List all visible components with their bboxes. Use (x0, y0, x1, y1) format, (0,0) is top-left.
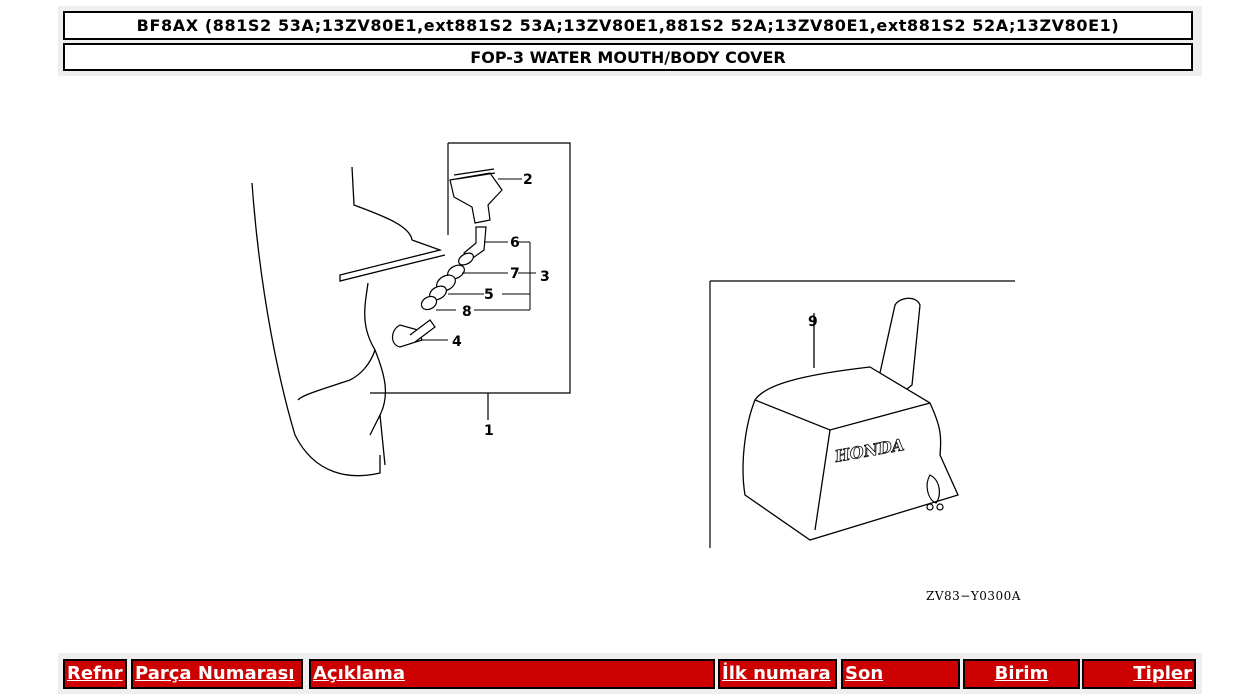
title-panel: BF8AX (881S2 53A;13ZV80E1,ext881S2 53A;1… (58, 6, 1202, 76)
model-title: BF8AX (881S2 53A;13ZV80E1,ext881S2 53A;1… (63, 11, 1193, 40)
callout-4: 4 (452, 334, 462, 350)
body-cover (742, 297, 959, 541)
callout-3: 3 (540, 269, 550, 285)
callout-2: 2 (523, 172, 533, 188)
callout-9: 9 (808, 314, 818, 330)
callout-leaders (422, 178, 536, 341)
diagram-reference-code: ZV83−Y0300A (926, 589, 1021, 603)
col-refnr[interactable]: Refnr (63, 659, 127, 689)
water-mouth-cap (449, 168, 503, 224)
col-part-number[interactable]: Parça Numarası (131, 659, 303, 689)
section-title: FOP-3 WATER MOUTH/BODY COVER (63, 43, 1193, 71)
col-types[interactable]: Tipler (1082, 659, 1196, 689)
parts-table-header: Refnr Parça Numarası Açıklama İlk numara… (58, 653, 1202, 694)
callout-7: 7 (510, 266, 520, 282)
callout-8: 8 (462, 304, 472, 320)
callout-6: 6 (510, 235, 520, 251)
col-unit[interactable]: Birim (963, 659, 1080, 689)
hose-assembly (391, 226, 487, 348)
cover-clip (926, 474, 944, 511)
callout-1: 1 (484, 423, 494, 439)
engine-body-outline (251, 166, 446, 477)
col-last[interactable]: Son (841, 659, 960, 689)
parts-bracket (370, 142, 571, 420)
col-description[interactable]: Açıklama (309, 659, 715, 689)
callout-5: 5 (484, 287, 494, 303)
parts-diagram: 2 6 7 3 5 8 4 1 9 HONDA ZV83−Y030 (240, 135, 1060, 615)
col-first-number[interactable]: İlk numara (718, 659, 837, 689)
body-cover-frame (709, 280, 1015, 548)
